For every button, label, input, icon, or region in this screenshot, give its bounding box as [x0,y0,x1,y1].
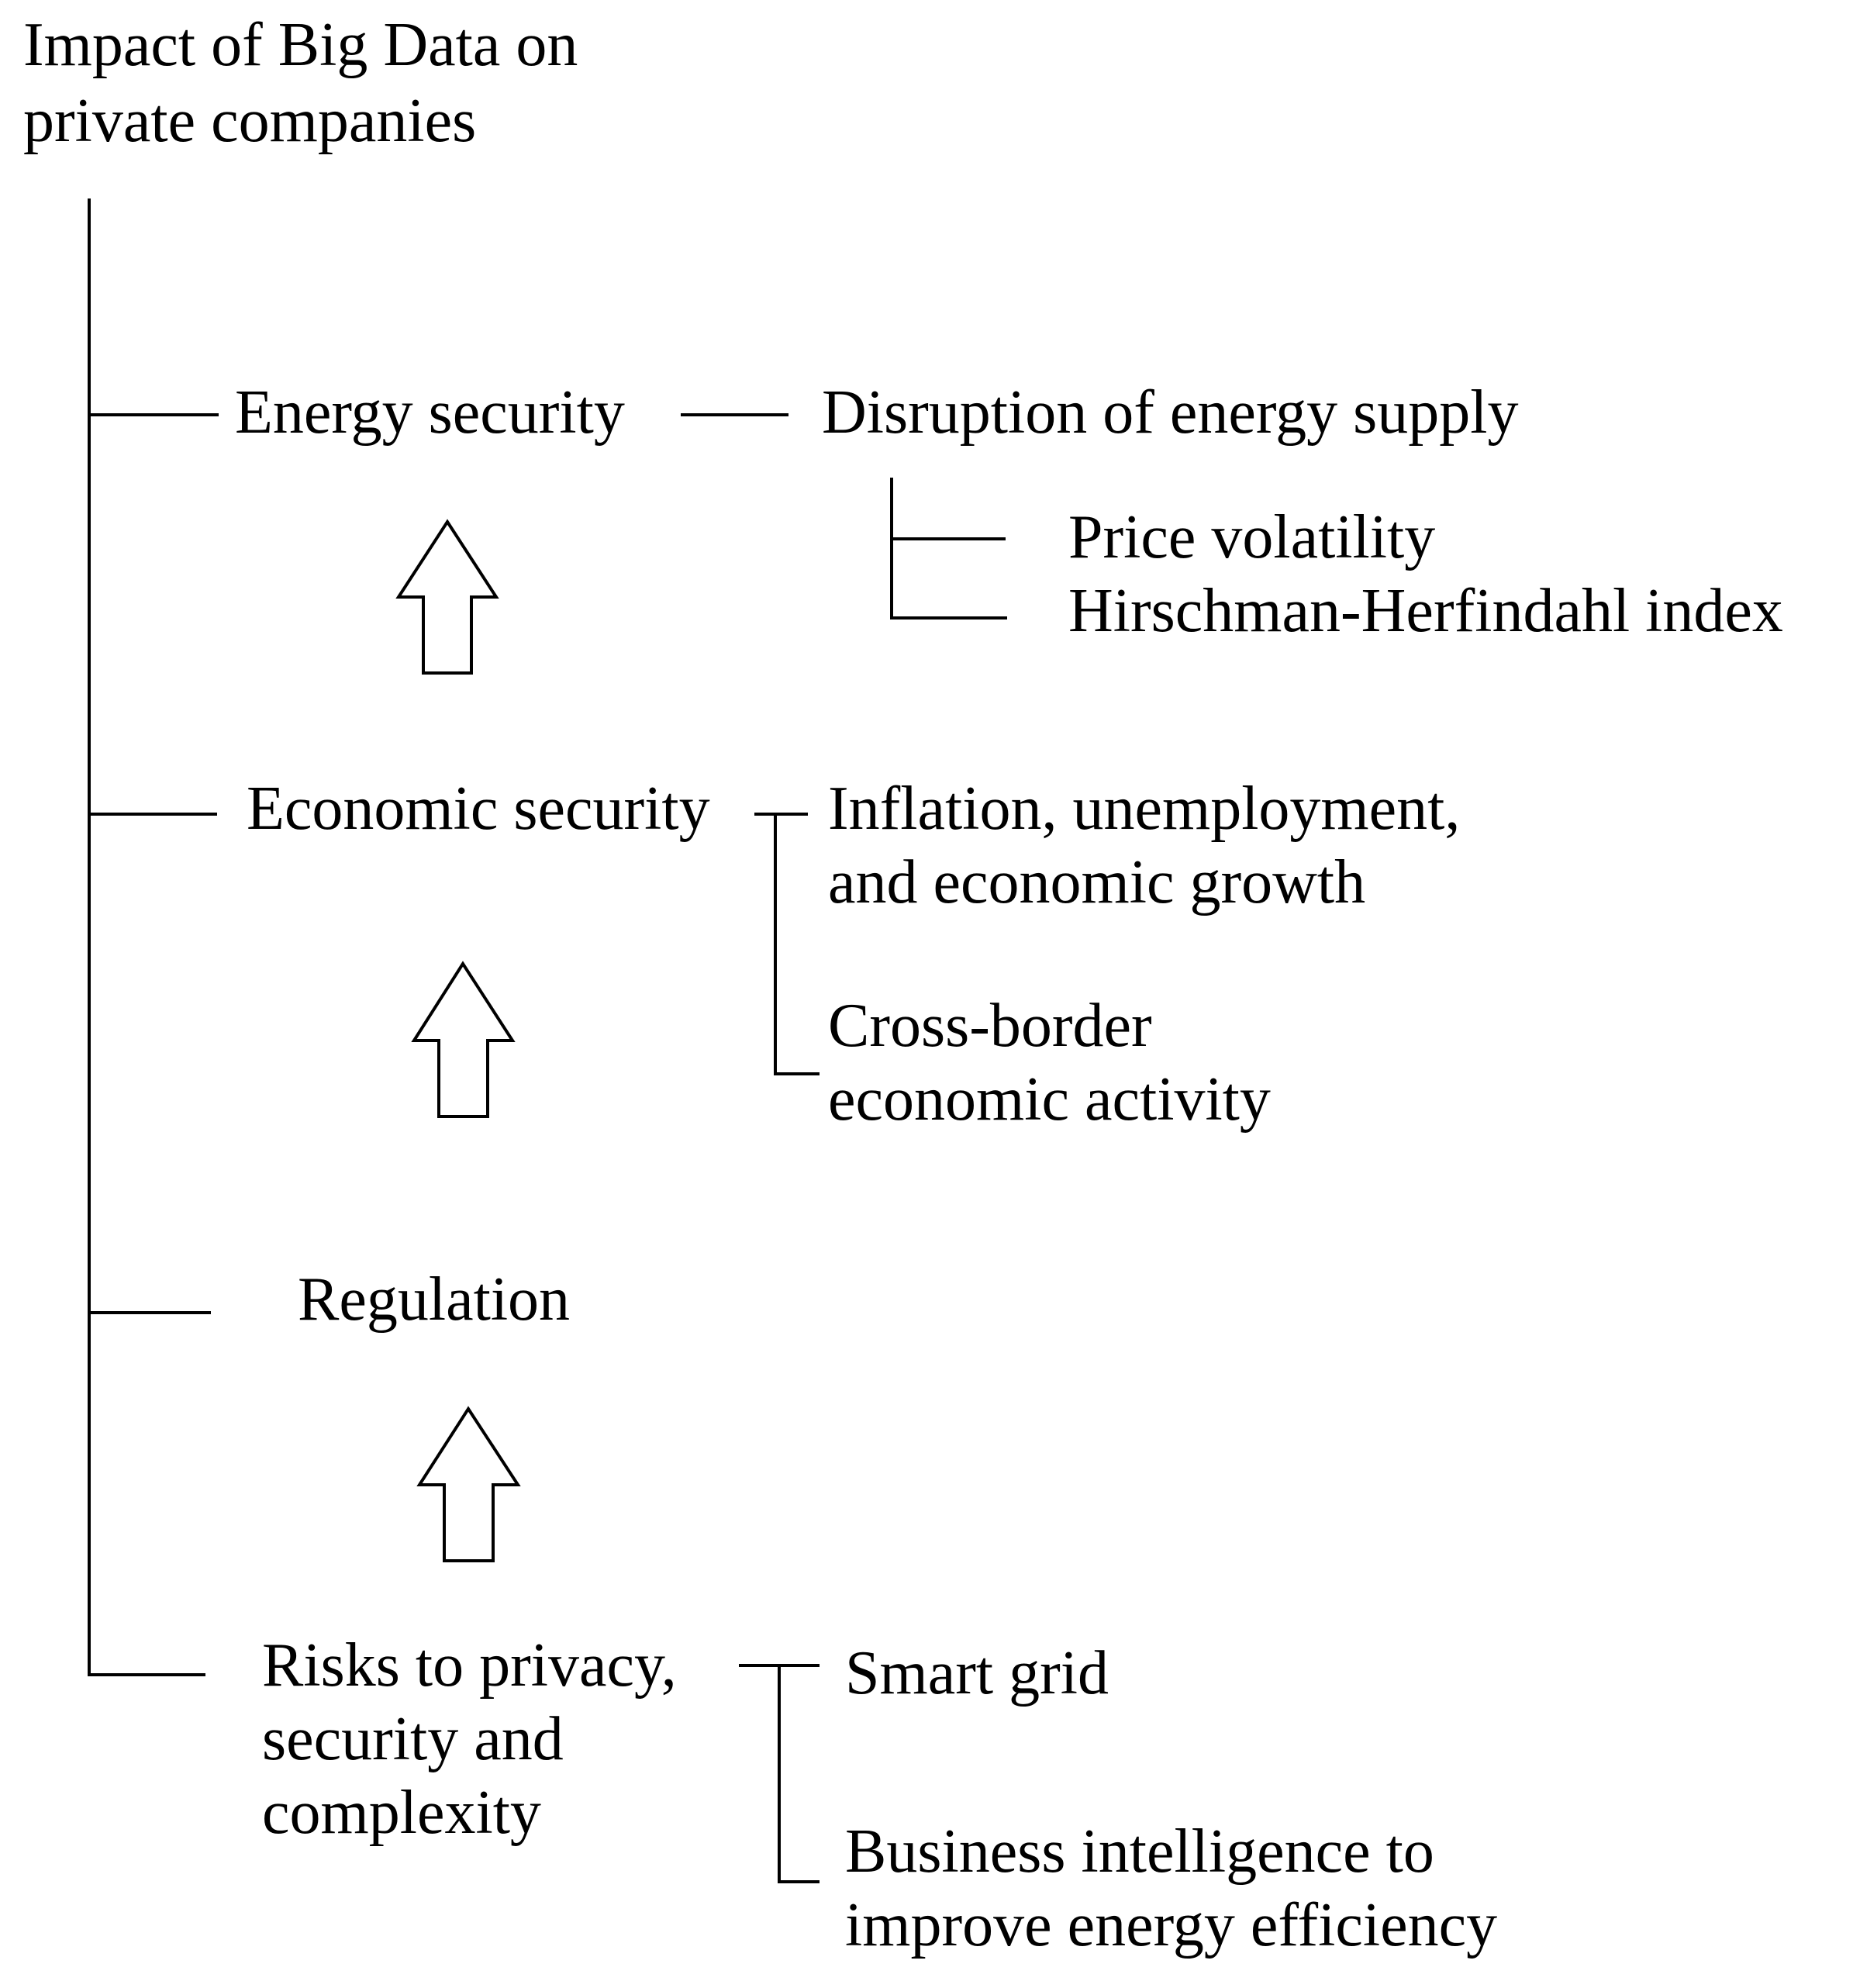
node-hirschman-herfindahl-index: Hirschman-Herfindahl index [1068,577,1783,645]
node-disruption-energy-supply: Disruption of energy supply [822,378,1519,447]
node-risks-line1: Risks to privacy, [262,1631,677,1700]
up-arrow-icon [416,1406,521,1562]
node-crossborder-line1: Cross-border [828,992,1152,1060]
node-energy-security: Energy security [235,378,625,447]
node-price-volatility: Price volatility [1068,503,1436,571]
root-title-line2: private companies [23,87,477,155]
node-crossborder-line2: economic activity [828,1065,1271,1134]
node-risks-line2: security and [262,1705,564,1773]
node-bi-line2: improve energy efficiency [845,1891,1498,1959]
up-arrow-icon [395,519,499,675]
node-bi-line1: Business intelligence to [845,1817,1434,1886]
node-economic-security: Economic security [247,775,710,843]
node-inflation-line1: Inflation, unemployment, [828,775,1461,843]
node-inflation-line2: and economic growth [828,848,1366,916]
node-regulation: Regulation [298,1265,571,1334]
node-smart-grid: Smart grid [845,1639,1109,1707]
node-risks-line3: complexity [262,1779,541,1847]
up-arrow-icon [411,961,516,1118]
root-title-line1: Impact of Big Data on [23,11,578,79]
